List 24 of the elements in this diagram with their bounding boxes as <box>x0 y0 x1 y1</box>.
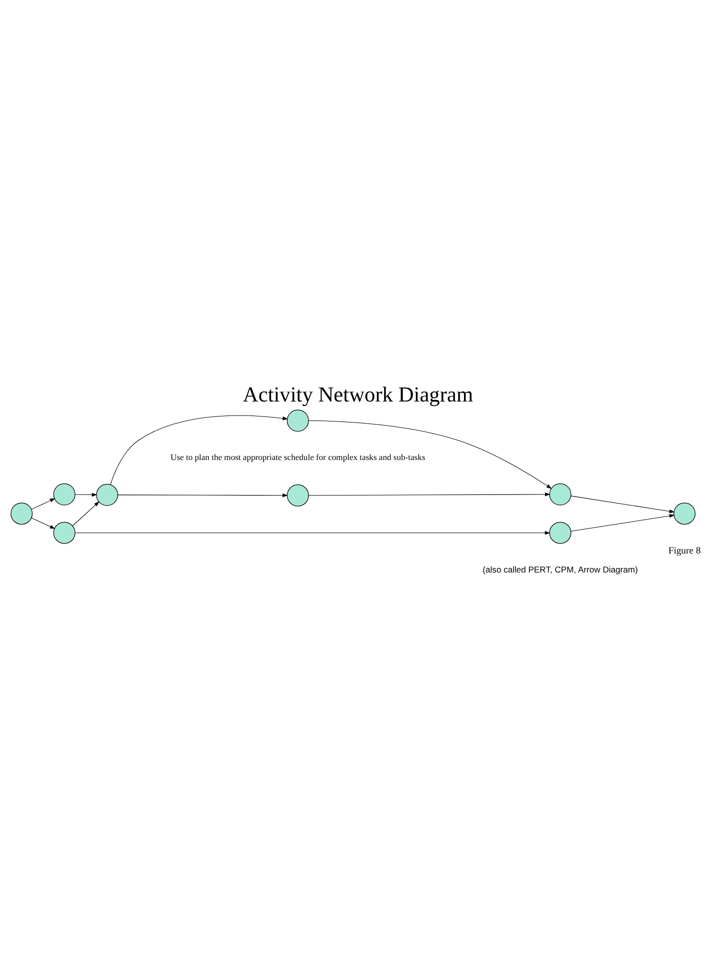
node-circle <box>674 502 696 525</box>
arrow <box>118 494 288 498</box>
arrow <box>308 420 552 489</box>
arrow <box>31 498 56 510</box>
node-circle <box>549 522 572 544</box>
arrow <box>72 501 100 526</box>
node-circle <box>549 483 572 506</box>
arrow <box>31 518 56 529</box>
node-circle <box>53 483 76 506</box>
arrow <box>570 496 675 514</box>
arrow <box>308 492 550 496</box>
arrow <box>74 530 550 535</box>
node-circle <box>286 484 309 506</box>
label: Use to plan the most appropriate schedule for complex tasks and sub-tasks <box>170 452 426 462</box>
arrow <box>570 514 675 532</box>
node-circle <box>286 410 309 432</box>
label: Figure 8 <box>668 545 701 556</box>
node-circle <box>96 484 118 506</box>
label: (also called PERT, CPM, Arrow Diagram) <box>482 564 638 574</box>
arrow <box>110 415 288 485</box>
node-circle <box>53 522 76 544</box>
diagram-title: Activity Network Diagram <box>242 382 474 406</box>
arrow <box>74 492 98 497</box>
node-circle <box>10 502 33 525</box>
